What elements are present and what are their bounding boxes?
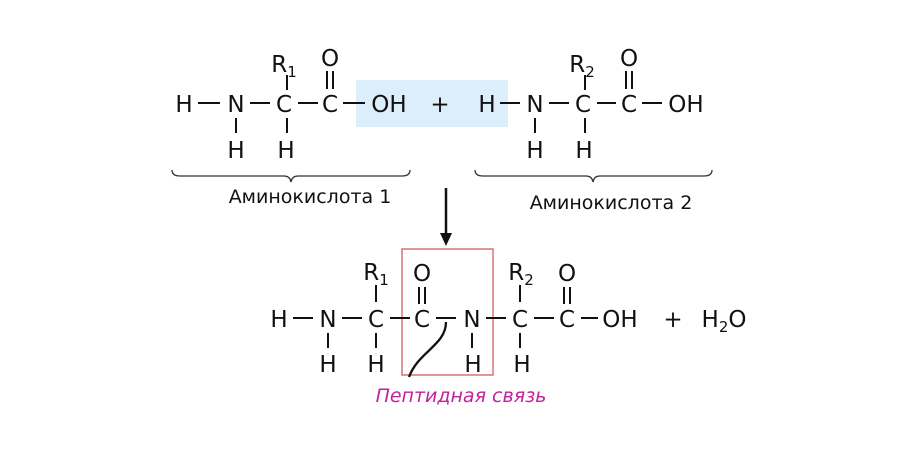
atom-o: O	[620, 46, 638, 72]
atom-h: H	[464, 352, 481, 378]
atom-c-carbonyl: C	[559, 307, 575, 333]
atom-h: H	[513, 352, 530, 378]
brace-amino-acid-2	[474, 169, 713, 183]
amino-acid-1: H N C C OH R1 O H H	[175, 46, 406, 164]
atom-n-peptide: N	[463, 307, 480, 333]
plus-sign: +	[663, 307, 682, 333]
peptide-bond-label: Пептидная связь	[376, 385, 547, 407]
atom-h: H	[526, 138, 543, 164]
atom-h: H	[277, 138, 294, 164]
atom-n: N	[319, 307, 336, 333]
r-group-1: R1	[363, 260, 389, 289]
atom-o: O	[321, 46, 339, 72]
r-group-2: R2	[508, 260, 534, 289]
atom-h: H	[175, 92, 192, 118]
atom-h: H	[319, 352, 336, 378]
atom-h: H	[270, 307, 287, 333]
peptide-bond-pointer	[407, 321, 448, 378]
atom-o: O	[558, 261, 576, 287]
peptide-bond-box	[401, 248, 494, 376]
water-highlight	[356, 80, 508, 127]
atom-h: H	[227, 138, 244, 164]
amino-acid-2-label: Аминокислота 2	[530, 192, 693, 214]
atom-c-alpha: C	[276, 92, 292, 118]
atom-o: O	[413, 261, 431, 287]
r-group-2: R2	[569, 52, 595, 81]
r-group-1: R1	[271, 52, 297, 81]
amino-acid-2: H N C C OH R2 O H H	[478, 46, 703, 164]
atom-c-alpha: C	[512, 307, 528, 333]
atom-c-alpha: C	[575, 92, 591, 118]
atom-h: H	[575, 138, 592, 164]
amino-acid-1-label: Аминокислота 1	[229, 186, 392, 208]
atom-c-alpha: C	[368, 307, 384, 333]
reaction-arrow-icon	[440, 188, 452, 246]
atom-oh: OH	[668, 92, 703, 118]
atom-oh: OH	[371, 92, 406, 118]
water-molecule: H2O	[702, 307, 747, 336]
atom-c-carbonyl: C	[322, 92, 338, 118]
atom-n: N	[526, 92, 543, 118]
dipeptide: H N C C N C C OH R1 O R2 O H H H H	[270, 260, 637, 378]
atom-h: H	[478, 92, 495, 118]
plus-sign: +	[430, 92, 449, 118]
atom-h: H	[367, 352, 384, 378]
brace-amino-acid-1	[171, 169, 411, 183]
atom-oh: OH	[602, 307, 637, 333]
atom-c-carbonyl: C	[414, 307, 430, 333]
atom-n: N	[227, 92, 244, 118]
atom-c-carbonyl: C	[621, 92, 637, 118]
